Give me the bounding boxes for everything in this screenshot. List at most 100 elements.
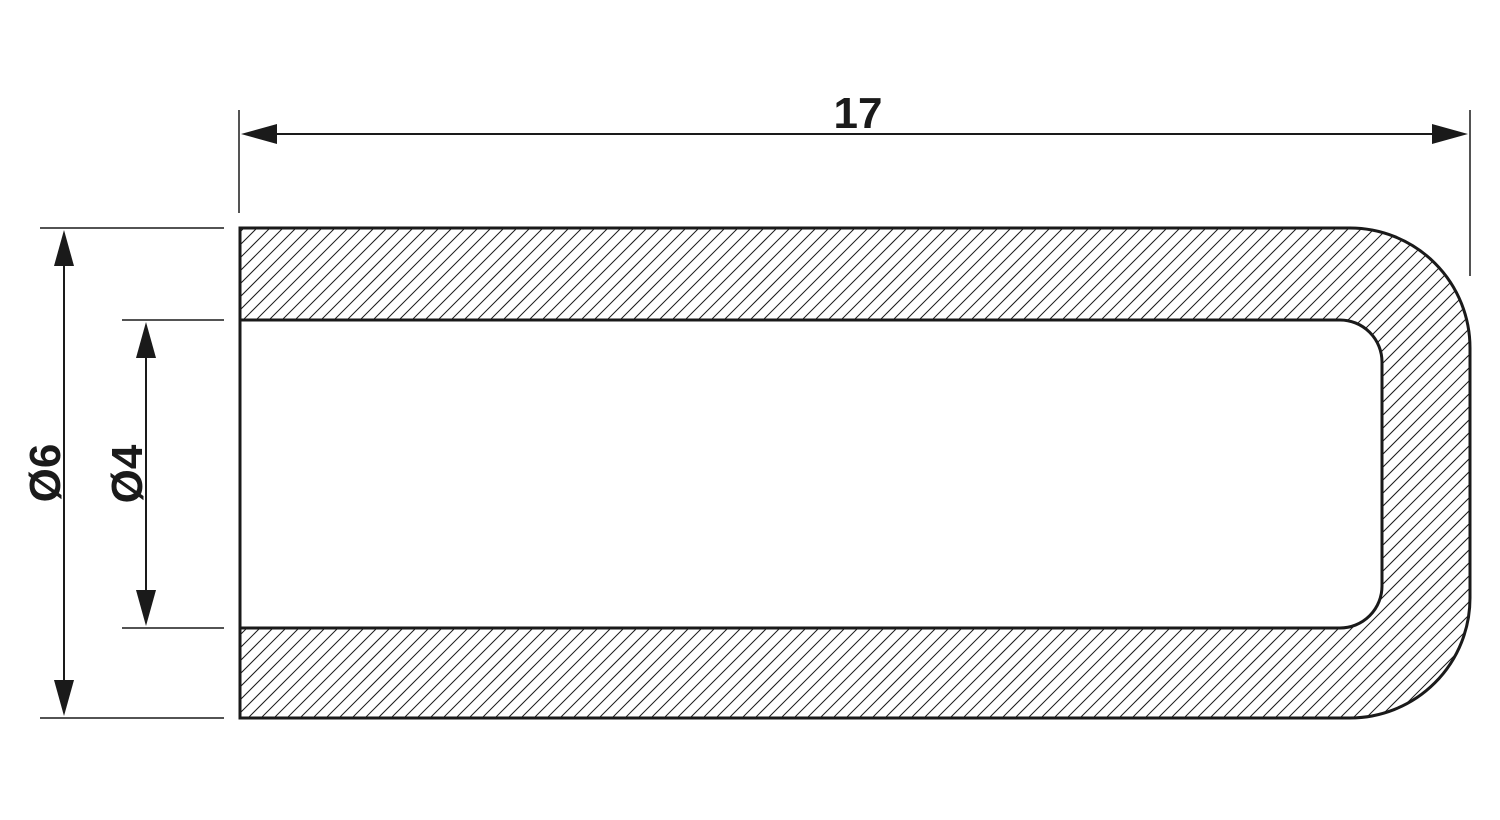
hatch-line [240, 228, 513, 718]
hatch-line [417, 228, 929, 718]
hatch-line [937, 228, 1449, 718]
inner-diameter-dimension: Ø4 [103, 319, 224, 629]
hatch-line [664, 228, 1176, 718]
hatch-line [1275, 228, 1470, 718]
hatch-line [482, 228, 994, 718]
hatch-line [1067, 228, 1470, 718]
section-hatching [240, 220, 1500, 730]
hatch-line [833, 228, 1345, 718]
hatch-line [716, 228, 1228, 718]
hatch-line [690, 228, 1202, 718]
hatch-line [859, 228, 1371, 718]
length-arrow-left [241, 124, 277, 144]
hatch-line [521, 228, 1033, 718]
hatch-line [1106, 228, 1470, 718]
hatch-line [240, 228, 526, 718]
hatch-line [950, 228, 1462, 718]
hatch-line [742, 228, 1254, 718]
hatch-line [1210, 228, 1470, 718]
hatch-line [495, 228, 1007, 718]
hatch-line [1392, 228, 1470, 718]
hatch-line [586, 228, 1098, 718]
hatch-line [240, 228, 448, 718]
hatch-line [240, 228, 474, 718]
hatch-line [240, 228, 396, 718]
hatch-line [469, 228, 981, 718]
hatch-line [534, 228, 1046, 718]
hatch-line [1145, 228, 1470, 718]
hatch-line [313, 228, 825, 718]
hatch-line [1158, 228, 1470, 718]
hatch-line [573, 228, 1085, 718]
hatch-line [651, 228, 1163, 718]
inner-diameter-label: Ø4 [103, 444, 152, 503]
hatch-line [274, 228, 786, 718]
hatch-line [240, 228, 487, 718]
hatch-line [1301, 228, 1470, 718]
hatch-line [240, 228, 500, 718]
hatch-line [547, 228, 1059, 718]
hatch-line [599, 228, 1111, 718]
outer-arrow-bottom [54, 680, 74, 716]
hatch-line [240, 228, 747, 718]
hatch-line [1041, 228, 1470, 718]
hatch-line [1366, 228, 1470, 718]
hatch-line [1054, 228, 1470, 718]
hatch-line [240, 228, 409, 718]
length-dimension: 17 [238, 89, 1471, 276]
hatch-line [1171, 228, 1470, 718]
hatch-line [612, 228, 1124, 718]
hatch-line [794, 228, 1306, 718]
hatch-line [240, 228, 422, 718]
hatch-line [768, 228, 1280, 718]
length-arrow-right [1432, 124, 1468, 144]
hatch-line [1471, 220, 1500, 730]
hatch-line [240, 228, 370, 718]
hatch-line [924, 228, 1436, 718]
hatch-line [248, 228, 760, 718]
hatch-line [976, 228, 1470, 718]
outer-diameter-label: Ø6 [21, 444, 70, 503]
hatch-line [240, 228, 721, 718]
inner-arrow-top [136, 322, 156, 358]
hatch-line [240, 228, 682, 718]
hatch-line [638, 228, 1150, 718]
hatch-line [378, 228, 890, 718]
hatch-line [339, 228, 851, 718]
hatch-line [1353, 228, 1470, 718]
hatch-line [1288, 228, 1470, 718]
hatch-line [820, 228, 1332, 718]
hatch-line [1262, 228, 1470, 718]
hatch-line [352, 228, 864, 718]
hatch-line [781, 228, 1293, 718]
hatch-line [560, 228, 1072, 718]
hatch-line [365, 228, 877, 718]
hatch-line [1184, 228, 1470, 718]
hatch-line [326, 228, 838, 718]
length-dimension-label: 17 [834, 89, 883, 138]
hatch-line [508, 228, 1020, 718]
hatch-line [1002, 228, 1470, 718]
hatch-line [872, 228, 1384, 718]
hatch-line [898, 228, 1410, 718]
hatch-line [240, 228, 656, 718]
hatch-line [240, 228, 461, 718]
sleeve-inner-bore [240, 318, 1384, 630]
hatch-line [443, 228, 955, 718]
hatch-line [1249, 228, 1470, 718]
hatch-line [240, 228, 357, 718]
hatch-line [1457, 228, 1470, 718]
hatch-line [1484, 220, 1500, 730]
hatch-line [404, 228, 916, 718]
outer-arrow-top [54, 230, 74, 266]
hatch-line [240, 228, 383, 718]
hatch-line [261, 228, 773, 718]
hatch-line [240, 228, 617, 718]
inner-arrow-bottom [136, 590, 156, 626]
hatch-line [1340, 228, 1470, 718]
hatch-line [240, 228, 591, 718]
hatch-line [911, 228, 1423, 718]
hatch-line [1028, 228, 1470, 718]
hatch-line [391, 228, 903, 718]
hatch-line [240, 228, 344, 718]
